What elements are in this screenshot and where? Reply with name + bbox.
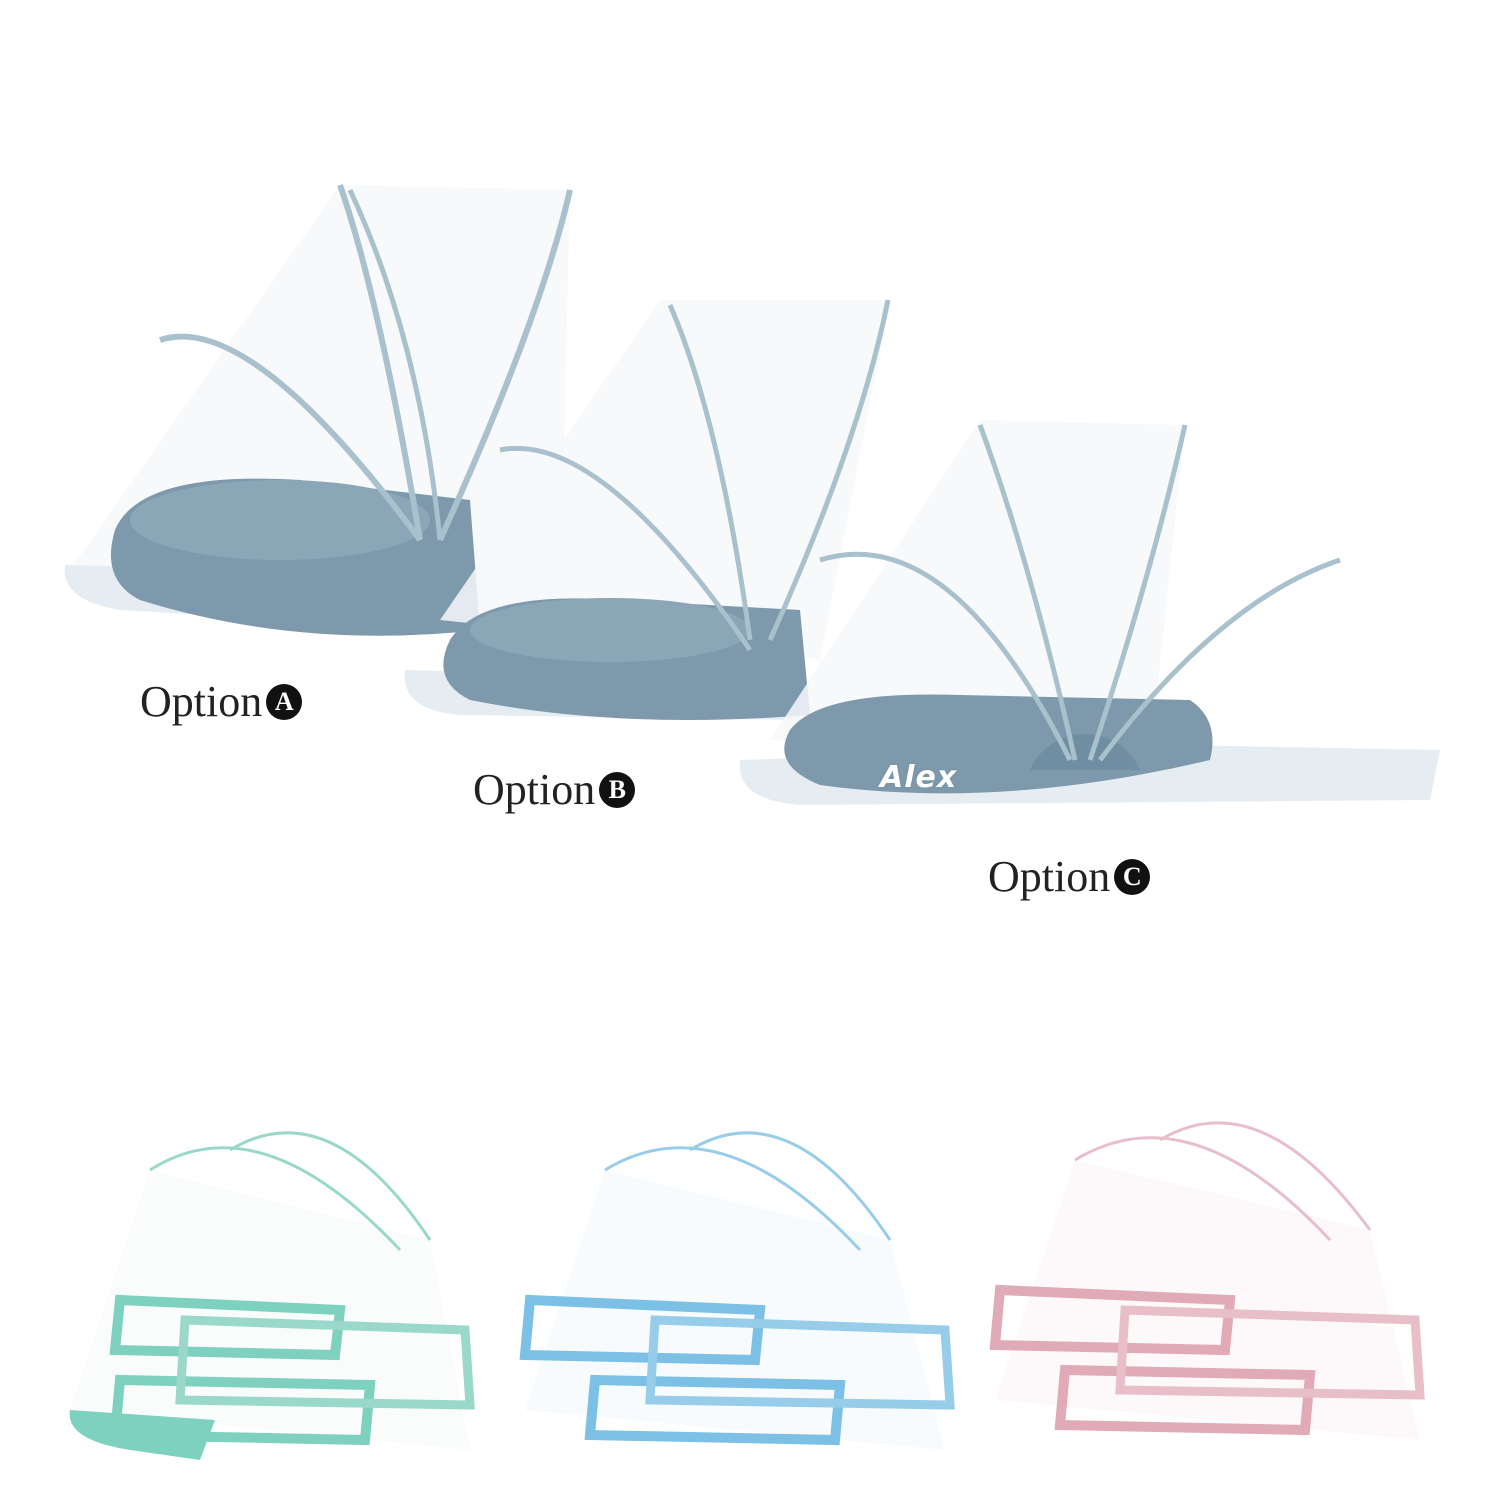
option-c-prefix: Option <box>988 852 1111 901</box>
option-c-badge: C <box>1114 859 1151 895</box>
tent-c <box>739 420 1440 805</box>
tent-b <box>404 299 891 720</box>
variant-mint <box>69 1131 475 1460</box>
option-a-prefix: Option <box>140 677 263 726</box>
tent-a <box>64 184 573 636</box>
option-b-badge: B <box>599 772 636 808</box>
option-a-badge: A <box>266 684 303 720</box>
variant-sky <box>519 1131 955 1450</box>
option-a-label: Option A <box>140 677 303 726</box>
option-b-prefix: Option <box>473 765 596 814</box>
variant-pink <box>989 1121 1425 1440</box>
option-c-label: Option C <box>988 852 1151 901</box>
personalized-name: Alex <box>880 760 958 795</box>
option-b-label: Option B <box>473 765 636 814</box>
